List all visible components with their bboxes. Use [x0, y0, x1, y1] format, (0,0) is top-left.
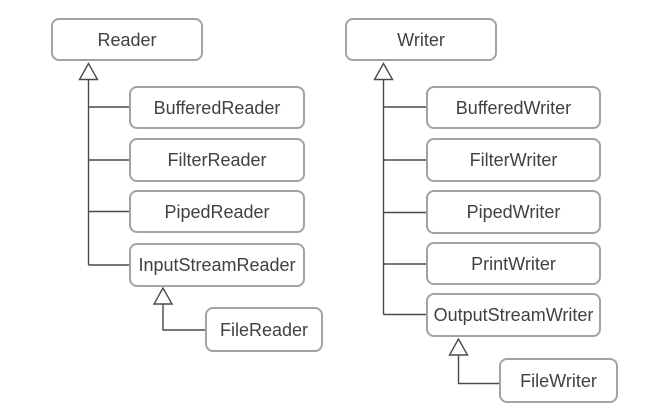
class-node-inputstreamreader: InputStreamReader: [129, 243, 305, 287]
class-node-printwriter: PrintWriter: [426, 242, 601, 285]
class-node-pipedwriter: PipedWriter: [426, 190, 601, 234]
inheritance-arrow-icon: [78, 62, 99, 81]
inheritance-arrow-icon: [373, 62, 394, 81]
class-node-filewriter: FileWriter: [499, 358, 618, 403]
class-node-writer: Writer: [345, 18, 497, 61]
class-node-bufferedreader: BufferedReader: [129, 86, 305, 129]
class-node-filterwriter: FilterWriter: [426, 138, 601, 182]
class-node-reader: Reader: [51, 18, 203, 61]
inheritance-arrow-icon: [448, 337, 469, 356]
class-node-filereader: FileReader: [205, 307, 323, 352]
inheritance-arrow-icon: [152, 286, 174, 305]
class-node-outputstreamwriter: OutputStreamWriter: [426, 293, 601, 337]
class-node-filterreader: FilterReader: [129, 138, 305, 182]
filereader-branch-line: [162, 304, 205, 331]
class-node-bufferedwriter: BufferedWriter: [426, 86, 601, 129]
filewriter-branch-line: [457, 355, 499, 385]
class-node-pipedreader: PipedReader: [129, 190, 305, 233]
